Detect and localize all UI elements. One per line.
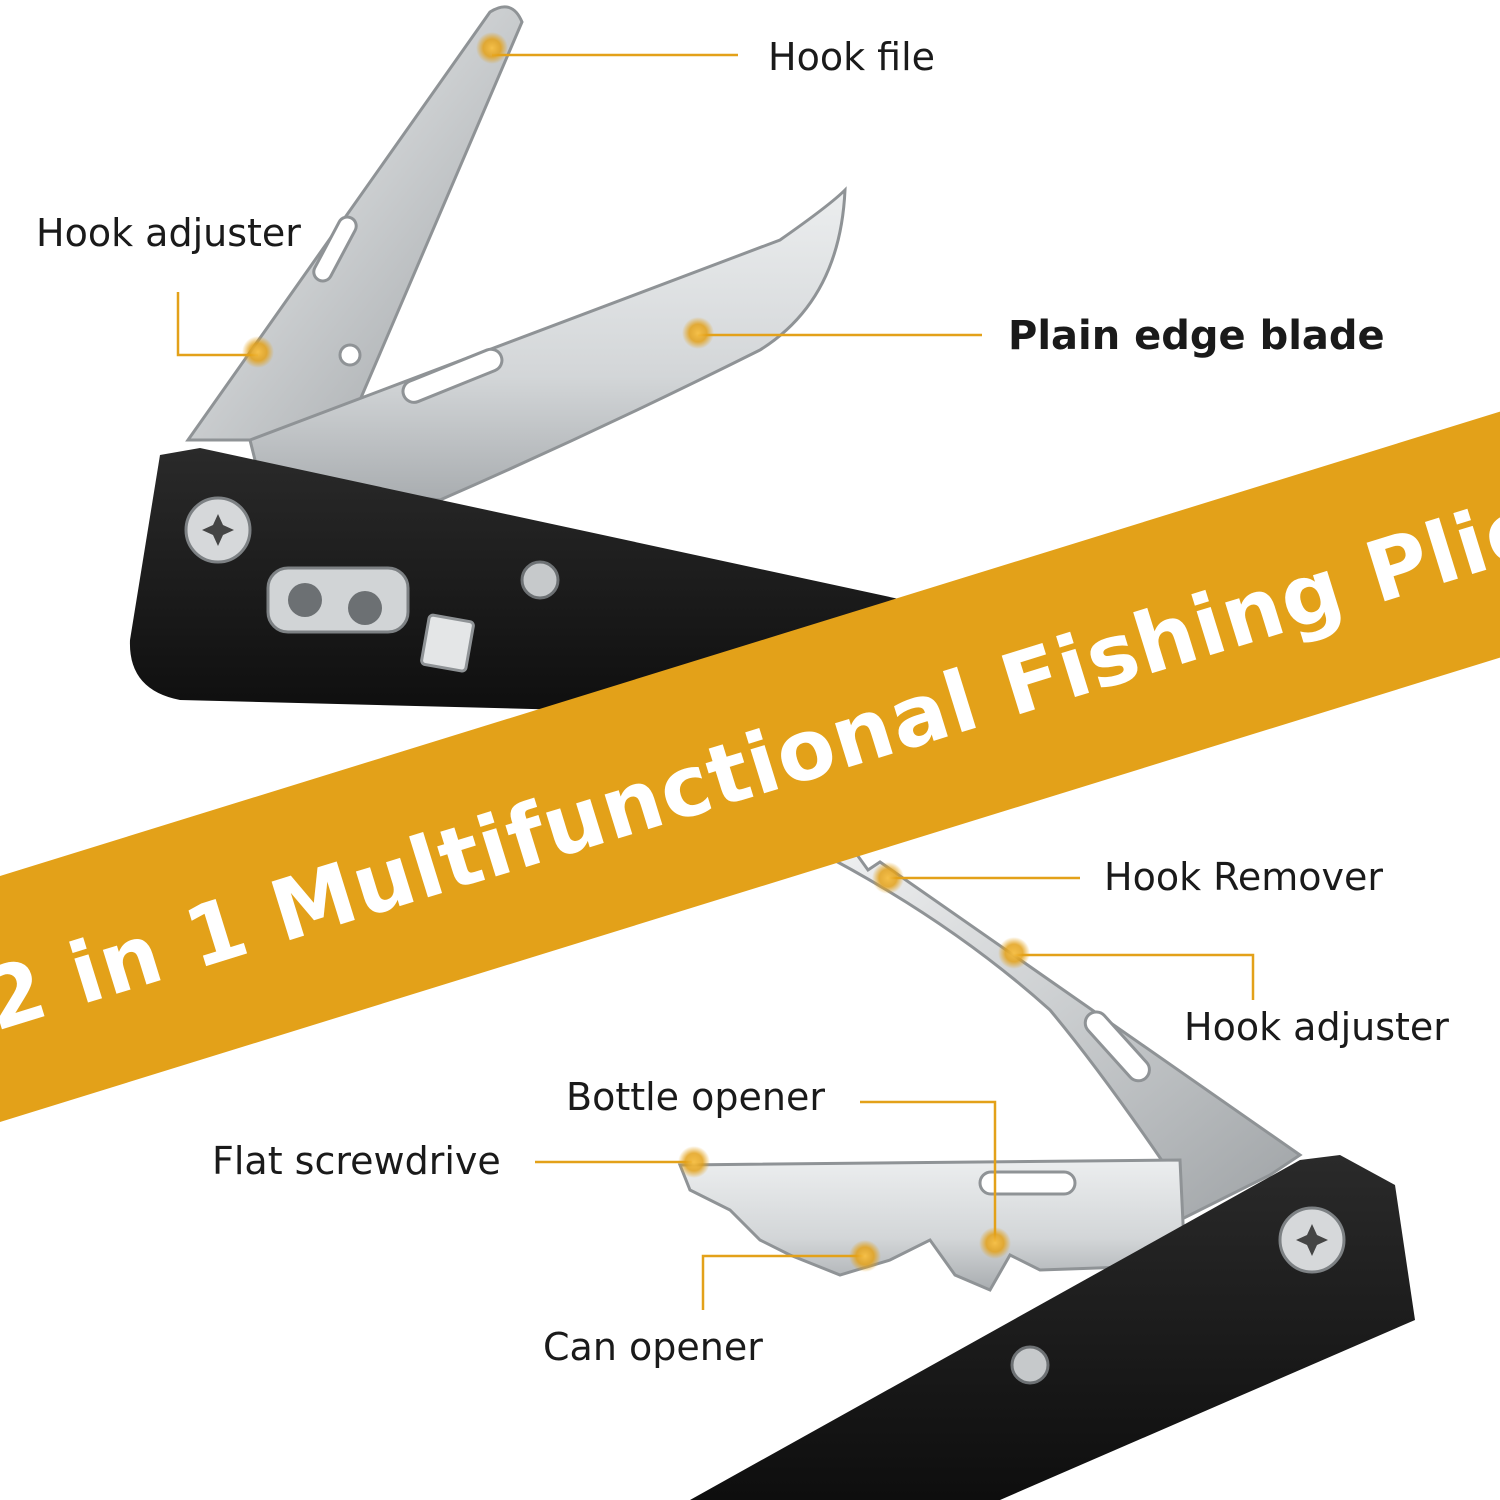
label-can-opener: Can opener [543, 1325, 763, 1369]
dot-flat-screwdrive [678, 1146, 710, 1178]
torx-top [202, 514, 234, 546]
callout-dots [242, 32, 1030, 1272]
leader-bottle-opener [860, 1100, 997, 1242]
dot-bottle-opener [979, 1227, 1011, 1259]
label-plain-edge-blade: Plain edge blade [1008, 313, 1385, 359]
screw-top-small [520, 560, 560, 600]
label-hook-file: Hook file [768, 35, 936, 79]
dot-plain-edge [682, 317, 714, 349]
bottom-handle [690, 1155, 1415, 1500]
label-flat-screwdrive: Flat screwdrive [212, 1139, 501, 1183]
hook-file-slot [312, 215, 358, 283]
blade-slot [401, 347, 504, 404]
dot-hook-adjuster-bottom [998, 937, 1030, 969]
callout-lines [176, 53, 1255, 1310]
leader-hook-adjuster-bottom [1014, 953, 1255, 1000]
hook-file-hole [338, 343, 362, 367]
dot-hook-adjuster-top [242, 336, 274, 368]
dot-hook-file [476, 32, 508, 64]
clip-screw-2 [348, 591, 382, 625]
adjuster-slot [1083, 1010, 1151, 1083]
screw-bottom-small [1010, 1345, 1050, 1385]
label-bottle-opener: Bottle opener [566, 1075, 825, 1119]
label-hook-adjuster-top: Hook adjuster [36, 211, 301, 255]
label-hook-remover: Hook Remover [1104, 855, 1383, 899]
dot-can-opener [849, 1240, 881, 1272]
plain-edge-blade [248, 186, 847, 502]
dot-hook-remover [872, 862, 904, 894]
leader-can-opener [701, 1254, 865, 1310]
leader-hook-adjuster-top [176, 292, 258, 357]
opener-slot [978, 1170, 1077, 1196]
clip-screw-1 [288, 583, 322, 617]
torx-bottom [1296, 1224, 1328, 1256]
top-tool-tab [420, 613, 475, 673]
label-hook-adjuster-bottom: Hook adjuster [1184, 1005, 1449, 1049]
